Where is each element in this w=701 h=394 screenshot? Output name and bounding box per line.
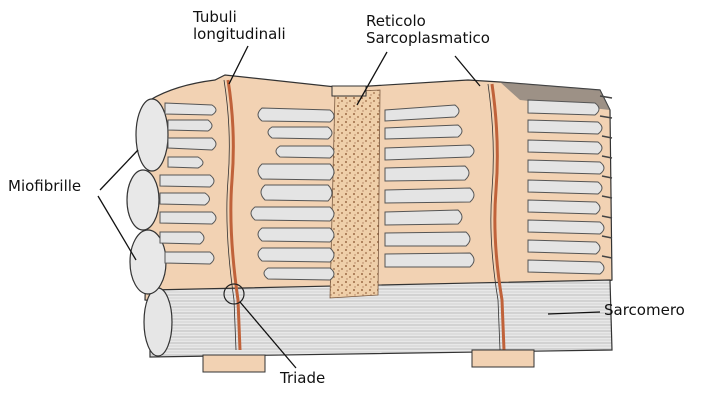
sarcoplasmic-reticulum-column [330, 90, 380, 298]
far-right-fibril-rows [528, 100, 604, 274]
label-triade: Triade [280, 370, 325, 387]
label-sarcomero: Sarcomero [604, 302, 685, 319]
label-tubuli-line1: Tubuli [193, 9, 286, 26]
myofibril-end-1 [136, 99, 168, 171]
bottom-tab-left [203, 355, 265, 372]
bottom-tab-right [472, 350, 534, 367]
reticulum-top-cap [332, 86, 366, 96]
myofibril-end-2 [127, 170, 159, 230]
label-tubuli-line2: longitudinali [193, 26, 286, 43]
label-reticolo-line1: Reticolo [366, 13, 490, 30]
label-reticolo-sarcoplasmatico: Reticolo Sarcoplasmatico [366, 13, 490, 47]
lower-myofibril-end [144, 288, 172, 356]
label-tubuli-longitudinali: Tubuli longitudinali [193, 9, 286, 43]
label-miofibrille: Miofibrille [8, 178, 81, 195]
lower-myofibril [150, 280, 612, 357]
label-reticolo-line2: Sarcoplasmatico [366, 30, 490, 47]
